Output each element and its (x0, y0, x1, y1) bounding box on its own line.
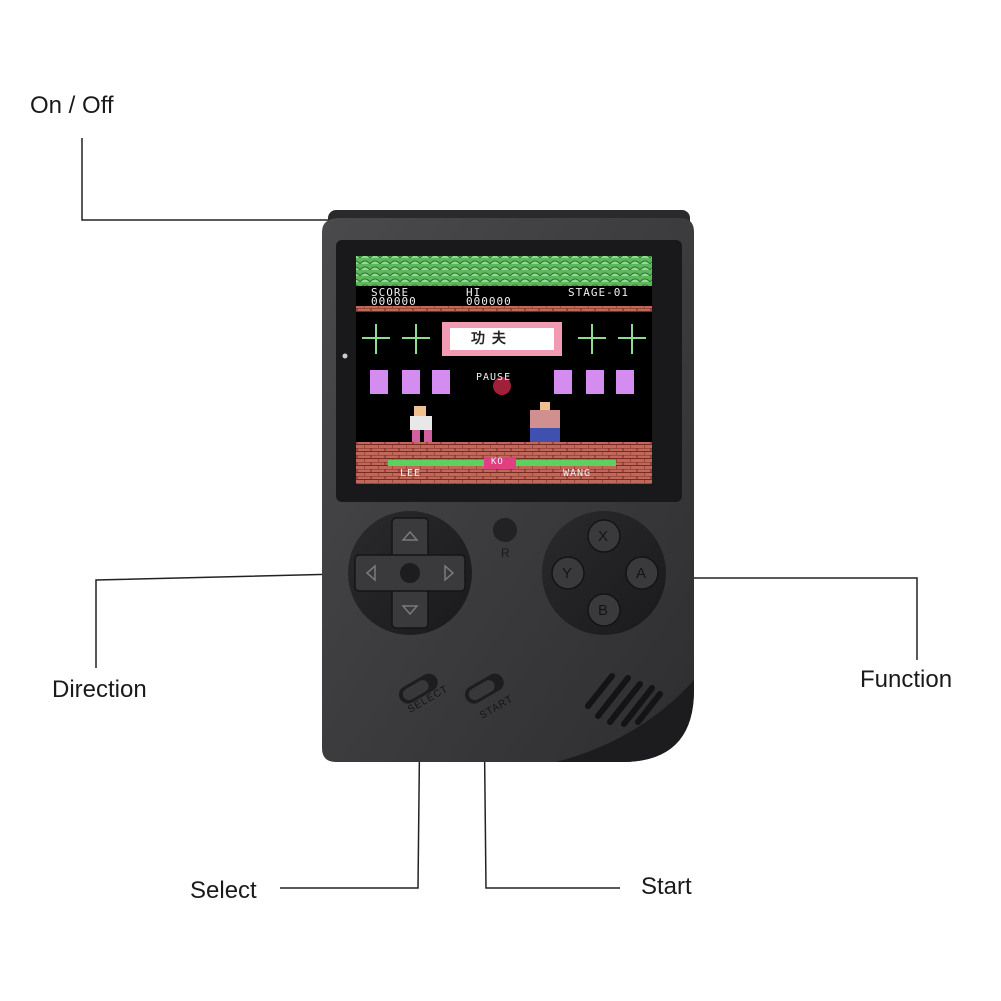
action-button-well (542, 511, 666, 635)
ko-box (484, 457, 516, 469)
power-led (342, 353, 348, 359)
fighter-lee (410, 406, 432, 442)
a-button-label: A (636, 565, 648, 582)
speaker-grille-icon (585, 673, 663, 727)
direction-callout: Direction (52, 676, 147, 703)
y-button-label: Y (562, 565, 574, 582)
y-button (551, 556, 585, 590)
corner-accent (556, 680, 694, 762)
direction-leader (95, 573, 341, 668)
hi-value: 000000 (466, 295, 512, 308)
player2-name: WANG (563, 468, 592, 479)
roof-tiles (356, 256, 652, 286)
player1-name: LEE (400, 468, 422, 479)
on-off-callout: On / Off (30, 92, 114, 119)
on-off-leader (81, 138, 330, 221)
score-value: 000000 (371, 295, 417, 308)
a-button (625, 556, 659, 590)
ko-label: KO (491, 457, 504, 467)
fighter-wang (530, 402, 560, 442)
r-button (493, 518, 517, 542)
select-leader (280, 699, 421, 889)
dpad-right-arrow (444, 564, 455, 582)
x-button (587, 519, 621, 553)
title-chars: 功 夫 (471, 331, 507, 347)
function-leader (672, 577, 918, 660)
score-label: SCORE (371, 286, 410, 299)
start-callout: Start (641, 873, 692, 900)
b-button-label: B (598, 602, 610, 619)
dpad-down-arrow (401, 605, 419, 616)
dpad-up-arrow (401, 530, 419, 541)
function-callout: Function (860, 666, 953, 693)
x-button-label: X (598, 528, 610, 545)
b-button (587, 593, 621, 627)
pause-label: PAUSE (476, 372, 512, 383)
r-button-label: R (501, 546, 511, 560)
start-leader (483, 699, 620, 889)
stage-label: STAGE-01 (568, 286, 629, 299)
select-callout: Select (190, 877, 257, 904)
hi-label: HI (466, 286, 482, 299)
game-screen (356, 256, 652, 484)
dpad-left-arrow (365, 564, 376, 582)
